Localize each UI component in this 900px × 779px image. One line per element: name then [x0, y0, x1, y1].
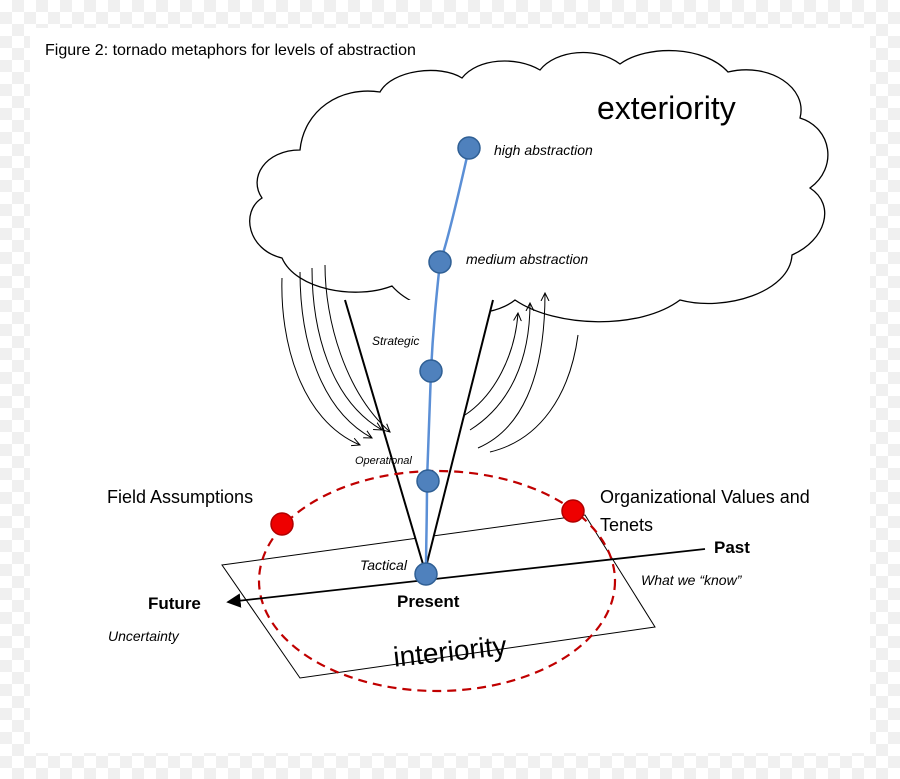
medium-abstraction-label: medium abstraction	[466, 251, 588, 267]
exteriority-cloud	[249, 49, 829, 323]
cone-right-edge	[424, 299, 494, 572]
node-high-abstraction	[457, 136, 481, 160]
interiority-boundary	[257, 469, 617, 693]
figure-caption: Figure 2: tornado metaphors for levels o…	[45, 42, 416, 59]
field-assumptions-label: Field Assumptions	[107, 487, 253, 507]
node-operational	[416, 469, 440, 493]
cone-left-edge	[344, 299, 426, 572]
timeline-arrow	[226, 548, 706, 608]
strategic-label: Strategic	[372, 334, 419, 348]
node-field-assumptions	[270, 512, 294, 536]
outflow-arrows-right	[464, 293, 579, 453]
node-org-values	[561, 499, 585, 523]
tornado-cone	[345, 300, 493, 571]
node-present	[414, 562, 438, 586]
org-values-label-line2: Tenets	[600, 515, 653, 535]
what-we-know-label: What we “know”	[641, 572, 743, 588]
exteriority-label: exteriority	[597, 90, 736, 126]
present-label: Present	[397, 592, 460, 611]
time-plane	[221, 514, 656, 679]
node-medium-abstraction	[428, 250, 452, 274]
uncertainty-label: Uncertainty	[108, 628, 180, 644]
org-values-label-line1: Organizational Values and	[600, 487, 810, 507]
inflow-arrows-left	[281, 264, 390, 445]
past-label: Past	[714, 538, 750, 557]
future-label: Future	[148, 594, 201, 613]
node-strategic	[419, 359, 443, 383]
tactical-label: Tactical	[360, 557, 408, 573]
high-abstraction-label: high abstraction	[494, 142, 593, 158]
operational-label: Operational	[355, 455, 412, 467]
